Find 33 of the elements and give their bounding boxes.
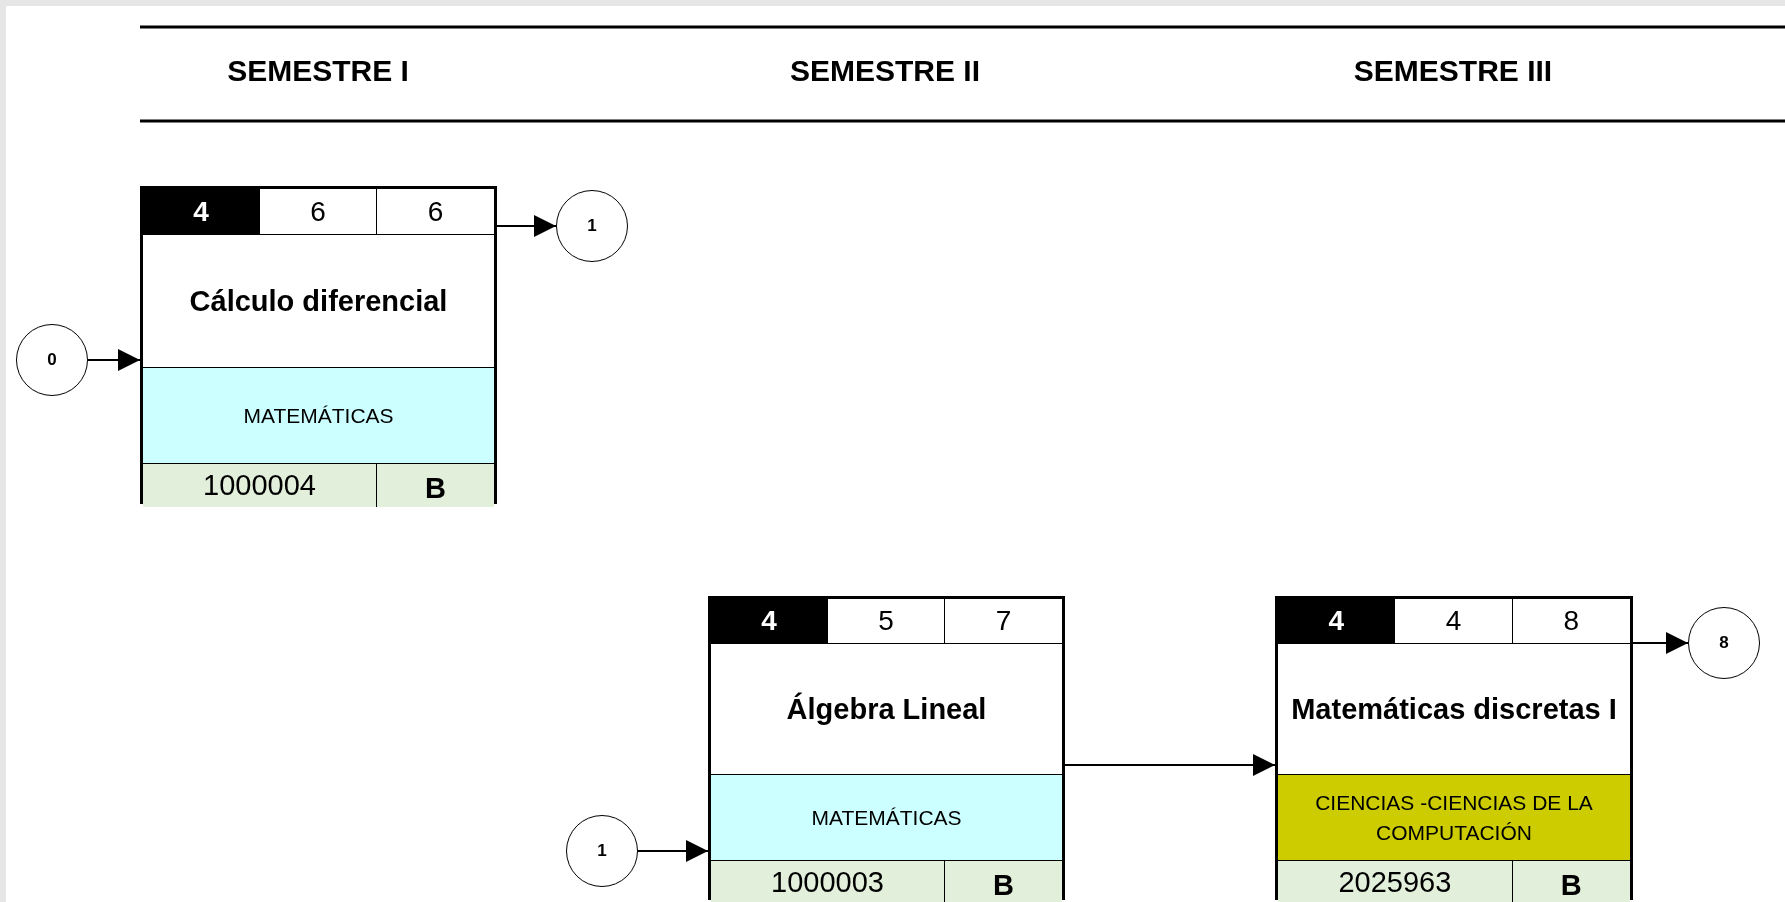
course-code: 2025963 — [1278, 861, 1513, 902]
course-code: 1000003 — [711, 861, 945, 902]
credit-number: 6 — [260, 189, 377, 235]
type-letter: B — [1512, 861, 1630, 902]
connector-number: 1 — [587, 216, 597, 236]
semester-heading: SEMESTRE II — [790, 54, 980, 88]
course-card — [1275, 596, 1633, 900]
credit-number: 4 — [1395, 599, 1513, 644]
credit-number: 7 — [945, 599, 1062, 644]
area-label: CIENCIAS -CIENCIAS DE LA COMPUTACIÓN — [1278, 775, 1630, 861]
arrow — [1064, 754, 1276, 776]
semester-heading: SEMESTRE III — [1353, 54, 1553, 88]
credit-number: 6 — [377, 189, 494, 235]
course-card — [708, 596, 1065, 900]
arrow — [87, 349, 141, 371]
arrow — [1632, 632, 1689, 654]
arrow — [637, 840, 709, 862]
course-card — [140, 186, 497, 504]
area-label: MATEMÁTICAS — [143, 368, 494, 464]
area-label: MATEMÁTICAS — [711, 775, 1062, 861]
credit-number: 8 — [1512, 599, 1630, 644]
connector-number: 1 — [597, 841, 607, 861]
connector-number: 8 — [1719, 633, 1729, 653]
semester-heading: SEMESTRE I — [227, 54, 409, 88]
course-code: 1000004 — [143, 464, 377, 507]
type-letter: B — [377, 464, 494, 507]
connector-number: 0 — [47, 350, 57, 370]
arrow — [496, 215, 557, 237]
credit-number: 4 — [1278, 599, 1396, 644]
type-letter: B — [945, 861, 1062, 902]
credit-number: 4 — [711, 599, 828, 644]
credit-number: 5 — [828, 599, 945, 644]
credit-number: 4 — [143, 189, 260, 235]
